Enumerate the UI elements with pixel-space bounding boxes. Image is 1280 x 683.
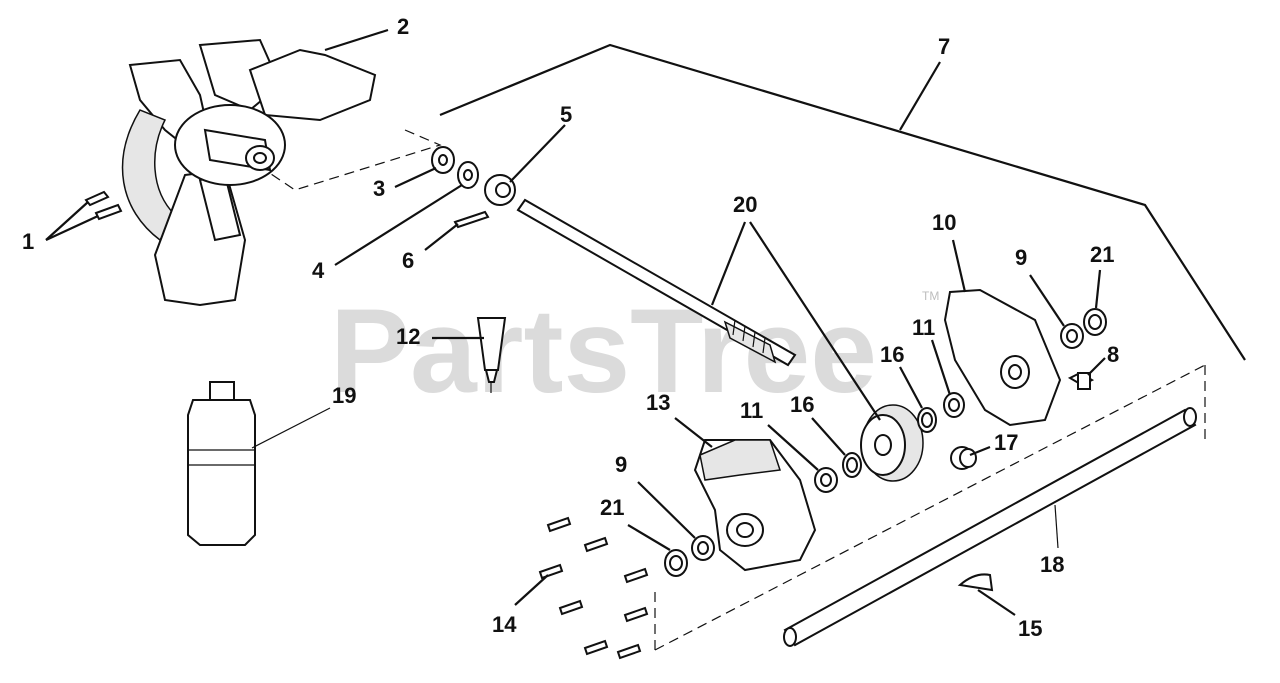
callout-15: 15 — [1018, 616, 1042, 641]
shear-pins-part — [84, 190, 123, 221]
leader-11-left — [767, 424, 819, 471]
leader-18 — [1054, 504, 1059, 549]
worm-gear-part — [860, 404, 924, 482]
callout-1: 1 — [22, 229, 34, 254]
callout-19: 19 — [332, 383, 356, 408]
callout-3: 3 — [373, 176, 385, 201]
callout-16-left: 16 — [790, 392, 814, 417]
callout-9-left: 9 — [615, 452, 627, 477]
washer-4-part — [457, 161, 479, 189]
callout-7: 7 — [938, 34, 950, 59]
leader-16-left — [811, 417, 846, 456]
assembly-bracket — [439, 43, 1246, 361]
gear-case-right-part — [943, 288, 1062, 427]
leader-9-left — [637, 481, 696, 539]
leader-16-right — [899, 366, 923, 409]
leader-21-left — [627, 524, 671, 551]
callout-2: 2 — [397, 14, 409, 39]
collar-5-part — [484, 174, 516, 206]
washer-21-left-part — [664, 549, 688, 577]
grease-tube-part — [476, 317, 507, 393]
leader-5 — [509, 124, 566, 183]
leader-20b — [749, 221, 881, 421]
bolts-14-part — [538, 516, 649, 660]
leader-2 — [324, 28, 389, 52]
shaft-18-part — [783, 407, 1197, 647]
callout-20: 20 — [733, 192, 757, 217]
leader-8 — [1087, 357, 1106, 376]
oil-bottle-part — [187, 381, 256, 546]
watermark-trademark: TM — [922, 289, 939, 303]
callout-9-right: 9 — [1015, 245, 1027, 270]
leader-14 — [514, 574, 549, 606]
bolt-8-part — [1067, 371, 1095, 390]
leader-9-right — [1029, 274, 1065, 327]
washer-3-part — [431, 146, 455, 174]
callout-6: 6 — [402, 248, 414, 273]
callout-10: 10 — [932, 210, 956, 235]
bushing-17-part — [950, 446, 977, 470]
callout-21-left: 21 — [600, 495, 624, 520]
washer-16-right-part — [917, 407, 937, 433]
callout-12: 12 — [396, 324, 420, 349]
callout-4: 4 — [312, 258, 325, 283]
leader-15 — [977, 589, 1016, 616]
key-15-part — [957, 573, 994, 592]
washer-11-left-part — [814, 467, 838, 493]
worm-shaft-part — [516, 198, 797, 367]
leader-17 — [969, 445, 991, 457]
callout-8: 8 — [1107, 342, 1119, 367]
callout-16-right: 16 — [880, 342, 904, 367]
leader-11-right — [930, 339, 952, 396]
callout-21-right: 21 — [1090, 242, 1114, 267]
leader-7 — [899, 61, 941, 131]
leader-13 — [674, 417, 713, 448]
washer-21-right-part — [1083, 308, 1107, 336]
callout-11-right: 11 — [912, 315, 935, 340]
callout-14: 14 — [492, 612, 517, 637]
leader-4 — [334, 184, 463, 266]
leader-19 — [251, 407, 331, 449]
leader-21-right — [1094, 269, 1102, 309]
leader-6 — [424, 223, 459, 251]
pin-6-part — [453, 210, 490, 229]
callout-13: 13 — [646, 390, 670, 415]
callout-5: 5 — [560, 102, 572, 127]
leader-1b — [45, 215, 99, 241]
leader-3 — [394, 167, 437, 188]
leader-20a — [710, 221, 747, 306]
washer-9-right-part — [1060, 323, 1084, 349]
dashed-impeller — [264, 129, 442, 191]
dashed-bottom — [654, 364, 1206, 651]
leader-10 — [951, 239, 967, 293]
leader-1a — [45, 201, 89, 241]
washer-16-left-part — [842, 452, 862, 478]
washer-11-right-part — [943, 392, 965, 418]
callout-18: 18 — [1040, 552, 1064, 577]
callout-11-left: 11 — [740, 398, 763, 423]
impeller-part — [121, 38, 377, 307]
washer-9-left-part — [691, 535, 715, 561]
gear-case-left-part — [693, 439, 817, 572]
callout-17: 17 — [994, 430, 1018, 455]
